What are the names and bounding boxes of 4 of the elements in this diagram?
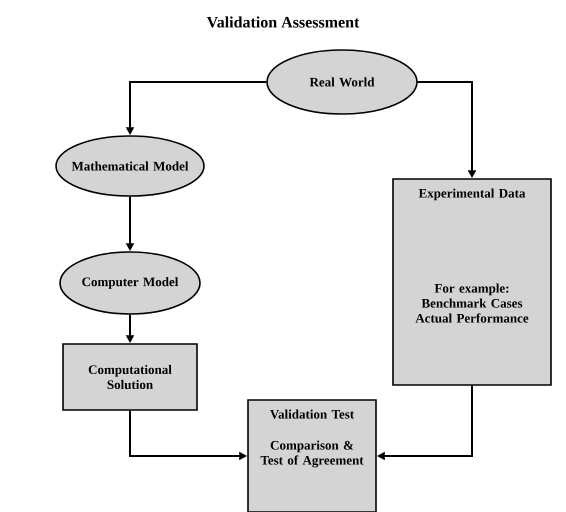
process-box: Computational Solution <box>62 343 198 411</box>
process-box: Experimental Data For example: Benchmark Cases Actual Performance <box>392 178 552 386</box>
title: Validation Assessment <box>206 16 360 28</box>
process-box: Validation Test Comparison & Test of Agreement <box>247 399 377 512</box>
